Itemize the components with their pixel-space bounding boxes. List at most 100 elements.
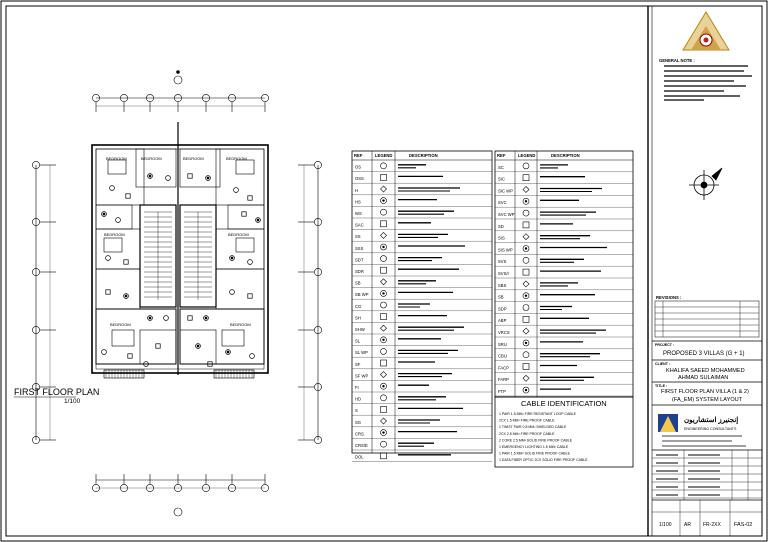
legend-symbol-icon: [380, 452, 387, 460]
client-name-2: AHMAD SULAIMAN: [678, 375, 728, 381]
legend-symbol-icon: [522, 386, 530, 394]
heat-detector-symbol: [123, 293, 129, 299]
legend-ref: SIC: [498, 177, 505, 182]
smoke-detector-symbol: [249, 353, 255, 359]
drawing-title-1: FIRST FLOOR PLAN VILLA (1 & 2): [661, 389, 749, 395]
sheet-code-1: AR: [684, 522, 691, 528]
legend-symbol-icon: [522, 327, 530, 335]
legend-symbol-icon: [380, 243, 387, 251]
plan-device-symbols: [101, 173, 261, 367]
speaker-symbol: [187, 315, 193, 321]
legend-symbol-icon: [522, 198, 530, 205]
grid-bubble: [314, 268, 322, 276]
legend-ref: SVC WP: [498, 212, 515, 217]
heat-detector-symbol: [225, 349, 231, 355]
grid-bubble: [32, 161, 40, 169]
smoke-detector-symbol: [163, 315, 169, 321]
legend-ref: SAC: [355, 223, 364, 228]
legend-symbol-icon: [522, 221, 530, 229]
legend-ref: SC: [498, 165, 504, 170]
cable-identification: CABLE IDENTIFICATION 1 PAIR 1.5 MM² FIRE…: [494, 396, 634, 468]
legend-ref: SL WP: [355, 350, 368, 355]
grid-bubble: [146, 484, 154, 492]
project-label: PROJECT :: [655, 343, 674, 347]
legend-ref: OSS: [355, 176, 364, 181]
legend-ref: SIS: [498, 236, 505, 241]
smoke-detector-symbol: [109, 185, 115, 191]
legend-ref: SIS WP: [498, 247, 513, 252]
room-label: BEDROOM: [226, 156, 247, 161]
legend-symbol-icon: [522, 304, 530, 311]
general-note-text: [664, 65, 752, 101]
side-grid-bubbles: [32, 161, 322, 444]
north-arrow-icon: [689, 167, 723, 200]
legend-ref: FACP: [498, 365, 509, 370]
grid-bubble: [32, 218, 40, 226]
revisions-label: REVISIONS :: [656, 295, 681, 300]
grid-bubble: [32, 383, 40, 391]
signature-table: [652, 450, 762, 500]
revisions-table: [655, 301, 759, 337]
grid-bubble: [314, 161, 322, 169]
smoke-detector-symbol: [247, 259, 253, 265]
cable-description: 2CX 1.5 MM² FIRE PROOF CABLE: [499, 419, 555, 423]
cable-description: 1 DATA FIBER OPTIC 2CX SOLID FIRE PROOF …: [499, 458, 588, 462]
legend-symbol-icon: [380, 266, 387, 274]
legend-symbol-icon: [380, 255, 387, 262]
smoke-detector-symbol: [105, 255, 111, 261]
smoke-detector-symbol: [229, 289, 235, 295]
legend-symbol-icon: [522, 315, 530, 323]
drawing-number: FAS-02: [734, 522, 752, 528]
legend-symbol-icon: [380, 382, 387, 390]
grid-bubble: [32, 326, 40, 334]
smoke-detector-symbol: [233, 187, 239, 193]
room-label: BEDROOM: [110, 322, 131, 327]
legend-symbol-icon: [522, 174, 530, 181]
legend-symbol-icon: [380, 301, 387, 309]
smoke-detector-symbol: [143, 361, 149, 367]
smoke-detector-symbol: [165, 175, 171, 181]
legend-ref: SHW: [355, 327, 365, 332]
legend-symbol-icon: [380, 162, 387, 170]
grid-bubble: [228, 484, 236, 492]
heat-detector-symbol: [229, 255, 235, 261]
legend-symbol-icon: [522, 256, 530, 264]
legend-ref: SL: [355, 339, 361, 344]
cable-description: 1 EMERGENCY LIGHTING 1.5 MM² CABLE: [499, 445, 569, 449]
project-name: PROPOSED 3 VILLAS (G + 1): [663, 351, 745, 357]
grid-bubble: [314, 383, 322, 391]
grid-bubble: [146, 94, 154, 102]
heat-detector-symbol: [101, 211, 107, 217]
speaker-symbol: [105, 289, 111, 295]
heat-detector-symbol: [195, 343, 201, 349]
title-label: TITLE :: [655, 384, 667, 388]
legend-symbol-icon: [380, 278, 387, 286]
heat-detector-symbol: [147, 173, 153, 179]
legend-symbol-icon: [380, 371, 387, 379]
client-name-1: KHALIFA SAEED MOHAMMED: [666, 368, 745, 374]
legend-symbol-icon: [522, 351, 530, 359]
heat-detector-symbol: [147, 315, 153, 321]
sheet-code-2: FR-2XX: [703, 522, 721, 528]
legend-ref: SDP: [498, 306, 507, 311]
legend-ref: SH: [355, 315, 361, 320]
legend-ref: HS: [355, 199, 361, 204]
grid-bubble: [120, 484, 128, 492]
legend-ref: SDR: [355, 269, 364, 274]
smoke-detector-symbol: [115, 217, 121, 223]
legend-symbol-icon: [380, 313, 387, 320]
speaker-symbol: [241, 211, 247, 217]
room-label: BEDROOM: [228, 232, 249, 237]
speaker-symbol: [207, 361, 213, 367]
legend-ref: SSS: [355, 246, 364, 251]
cable-description: 2 CORE 2.5 MM² SOLID FIRE PROOF CABLE: [499, 438, 573, 442]
cable-description: 1 TWIST PAIR 0.8 MM² SHIELDED CABLE: [499, 425, 567, 429]
heat-detector-symbol: [255, 217, 261, 223]
stair-treads: [144, 211, 212, 300]
grid-bubble: [228, 94, 236, 102]
legend-symbol-icon: [380, 185, 387, 193]
legend-ref: SF: [355, 362, 361, 367]
floor-plan: BEDROOM BEDROOM BEDROOM BEDROOM BEDROOM …: [32, 70, 322, 517]
